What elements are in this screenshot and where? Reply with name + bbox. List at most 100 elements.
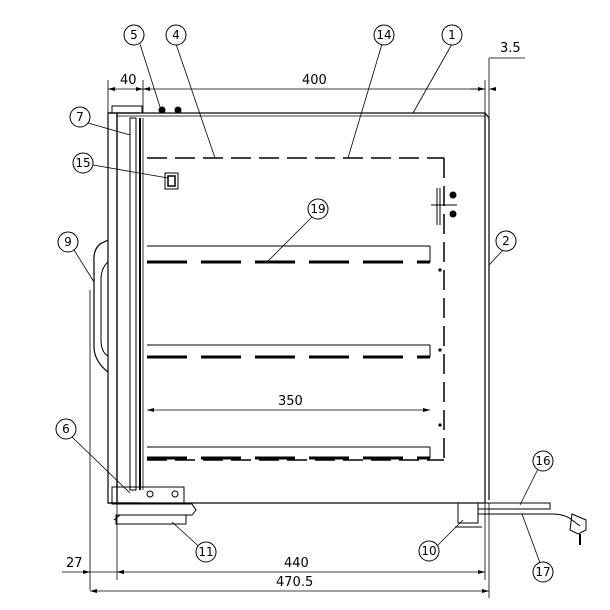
leader-16 xyxy=(519,462,542,506)
shelves xyxy=(147,245,431,460)
arrow-400-l xyxy=(143,87,150,91)
bottom-hinge xyxy=(111,486,197,525)
top-hinge xyxy=(111,105,182,114)
arrow-40-r xyxy=(136,87,143,91)
arrow-440-l xyxy=(117,570,124,574)
callout-15: 15 xyxy=(75,156,90,170)
dim-440-label: 440 xyxy=(284,556,309,571)
right-foot xyxy=(455,502,482,528)
arrow-400-r xyxy=(478,87,485,91)
callout-7: 7 xyxy=(76,110,84,124)
callout-9-circle xyxy=(57,231,79,253)
callout-6-circle xyxy=(55,418,77,440)
leader-9 xyxy=(73,249,95,283)
dim-3-5-label: 3.5 xyxy=(500,41,521,56)
arrow-470-r xyxy=(482,589,489,593)
arrow-350-l xyxy=(147,408,154,412)
dim-27-label: 27 xyxy=(66,556,83,571)
cabinet-outline xyxy=(116,112,486,504)
arrow-27-l xyxy=(83,570,90,574)
door-handle-inner xyxy=(100,261,109,357)
callout-11-circle xyxy=(195,541,217,563)
leader-7 xyxy=(87,122,131,136)
top-hinge-plate xyxy=(111,105,143,114)
arrow-3-5 xyxy=(489,87,496,91)
arrow-470-l xyxy=(90,589,97,593)
arrow-350-r xyxy=(423,408,430,412)
bottom-hinge-screw-2 xyxy=(171,490,179,498)
dimension-lines xyxy=(62,57,525,598)
leader-15 xyxy=(92,164,169,179)
callout-5-circle xyxy=(123,24,145,46)
callout-17: 17 xyxy=(535,565,550,579)
leader-1 xyxy=(412,43,453,114)
thermostat-display xyxy=(164,172,179,190)
callout-10-circle xyxy=(418,540,440,562)
bottom-hinge-foot xyxy=(112,503,197,521)
callout-1: 1 xyxy=(448,28,456,42)
callout-leaders xyxy=(71,43,544,572)
callout-4-circle xyxy=(165,24,187,46)
callout-17-circle xyxy=(532,561,554,583)
thermostat-inner xyxy=(167,175,176,187)
latch xyxy=(431,188,457,225)
leader-14 xyxy=(347,43,383,159)
support-dot-3 xyxy=(438,423,442,427)
cord-line xyxy=(478,513,581,527)
hinge-bolt-1 xyxy=(158,106,166,114)
support-dot-1 xyxy=(438,268,442,272)
power-cord xyxy=(477,502,587,545)
callout-7-circle xyxy=(69,106,91,128)
latch-screw-2 xyxy=(449,210,457,218)
foot-11 xyxy=(115,514,187,525)
callout-19: 19 xyxy=(310,202,325,216)
callout-2-circle xyxy=(495,230,517,252)
leader-4 xyxy=(175,43,216,159)
callout-14-circle xyxy=(373,24,395,46)
callout-labels: 1 2 4 5 6 7 9 10 11 14 15 16 17 19 xyxy=(62,28,550,579)
bottom-hinge-screw-1 xyxy=(146,490,154,498)
leader-2 xyxy=(488,249,504,266)
callout-16-circle xyxy=(532,450,554,472)
callout-11: 11 xyxy=(198,545,213,559)
door-handle xyxy=(93,239,109,373)
cabinet-right-edge xyxy=(484,112,490,119)
door-glass-strip xyxy=(129,117,137,491)
internal-liner xyxy=(147,157,445,461)
door xyxy=(107,112,144,504)
callout-4: 4 xyxy=(172,28,180,42)
shelf-3 xyxy=(147,446,431,460)
shelf-supports xyxy=(438,268,442,427)
plug xyxy=(569,513,587,535)
dim-350-label: 350 xyxy=(278,394,303,409)
callout-2: 2 xyxy=(502,234,510,248)
cabinet-body xyxy=(116,112,490,504)
leader-19 xyxy=(266,216,313,263)
door-frame xyxy=(107,112,118,504)
leader-17 xyxy=(521,513,544,572)
callout-6: 6 xyxy=(62,422,70,436)
callout-9: 9 xyxy=(64,235,72,249)
callout-14: 14 xyxy=(376,28,391,42)
dim-400-label: 400 xyxy=(302,73,327,88)
dim-470-5-label: 470.5 xyxy=(276,575,313,590)
thermostat-outer xyxy=(164,172,179,190)
shelf-1 xyxy=(147,245,431,264)
arrow-40-l xyxy=(108,87,115,91)
callout-5: 5 xyxy=(130,28,138,42)
dim-40-label: 40 xyxy=(120,73,137,88)
leader-5 xyxy=(139,43,161,108)
leader-10 xyxy=(432,519,464,551)
callout-circles xyxy=(55,24,554,583)
dimension-arrows xyxy=(83,87,496,593)
callout-19-circle xyxy=(307,198,329,220)
leader-6 xyxy=(71,436,131,494)
callout-16: 16 xyxy=(535,454,550,468)
callout-15-circle xyxy=(72,152,94,174)
latch-screw-1 xyxy=(449,191,457,199)
arrow-440-r xyxy=(478,570,485,574)
callout-10: 10 xyxy=(421,544,436,558)
callout-1-circle xyxy=(441,24,463,46)
hinge-bolt-2 xyxy=(174,106,182,114)
